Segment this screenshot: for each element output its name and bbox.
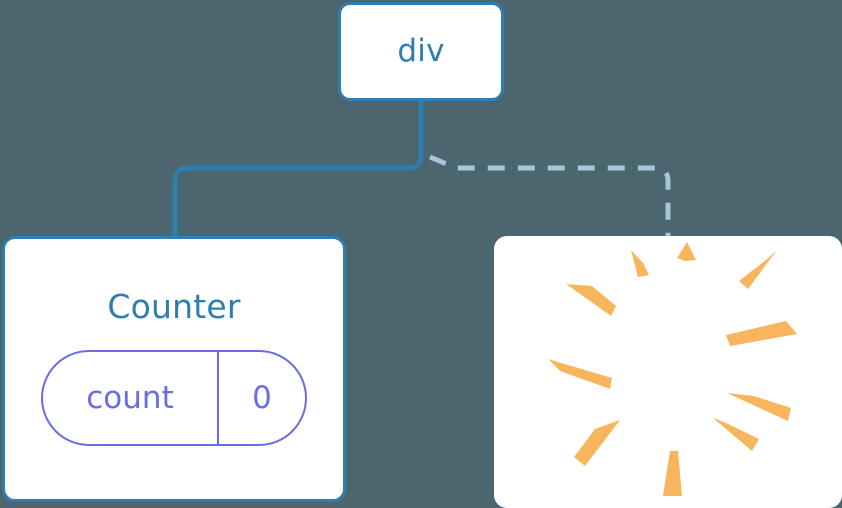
ray-6 (548, 359, 612, 389)
ray-7 (727, 393, 791, 421)
node-counter[interactable]: Counter count 0 (2, 236, 346, 502)
edge-root-to-counter (172, 101, 424, 238)
node-div[interactable]: div (338, 2, 504, 101)
ray-9 (713, 418, 759, 451)
state-key-label: count (86, 379, 174, 416)
ray-2 (631, 250, 649, 277)
edge-root-to-placeholder (429, 154, 671, 238)
ray-4 (566, 284, 616, 316)
ray-5 (726, 321, 797, 346)
ray-8 (574, 420, 620, 466)
state-pill[interactable]: count 0 (41, 350, 307, 446)
node-counter-label: Counter (107, 287, 241, 326)
ray-3 (739, 250, 777, 289)
sparkle-burst-icon (548, 242, 797, 496)
node-div-label: div (397, 33, 445, 69)
ray-10 (663, 451, 682, 496)
state-value-label: 0 (217, 352, 305, 444)
node-placeholder[interactable] (494, 236, 842, 508)
ray-1 (677, 242, 696, 261)
